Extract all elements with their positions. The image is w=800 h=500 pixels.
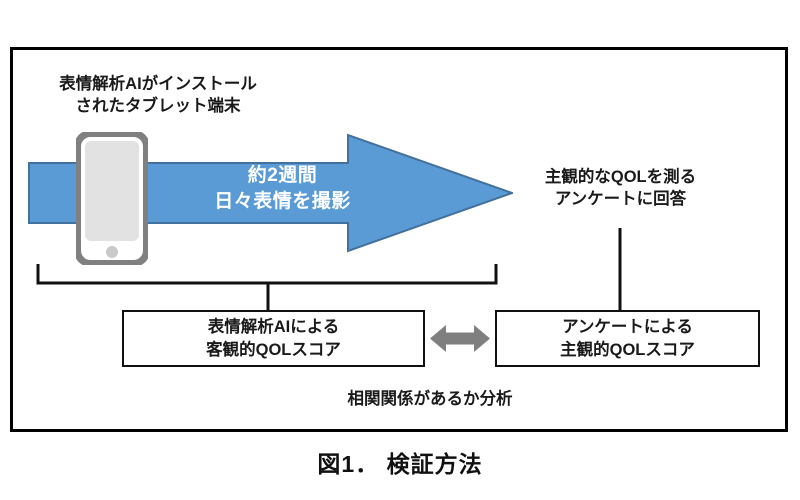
- objective-qol-score-label: 表情解析AIによる 客観的QOLスコア: [206, 318, 341, 359]
- correlation-double-arrow-icon: [430, 323, 490, 354]
- subjective-qol-score-label: アンケートによる 主観的QOLスコア: [560, 318, 695, 359]
- subjective-qol-score-box: アンケートによる 主観的QOLスコア: [495, 310, 760, 367]
- objective-qol-score-box: 表情解析AIによる 客観的QOLスコア: [122, 310, 425, 367]
- correlation-analysis-label: 相関関係があるか分析: [347, 390, 513, 408]
- figure-caption: 図1． 検証方法: [317, 451, 483, 477]
- tablet-device-icon: [76, 132, 148, 265]
- tablet-description-label: 表情解析AIがインストール されたタブレット端末: [59, 75, 257, 115]
- tablet-home-button: [106, 246, 118, 258]
- study-period-arrow-label: 約2週間 日々表情を撮影: [214, 165, 351, 213]
- survey-description-label: 主観的なQOLを測る アンケートに回答: [544, 168, 697, 208]
- tablet-screen: [85, 141, 139, 241]
- double-arrow-shape: [430, 325, 490, 352]
